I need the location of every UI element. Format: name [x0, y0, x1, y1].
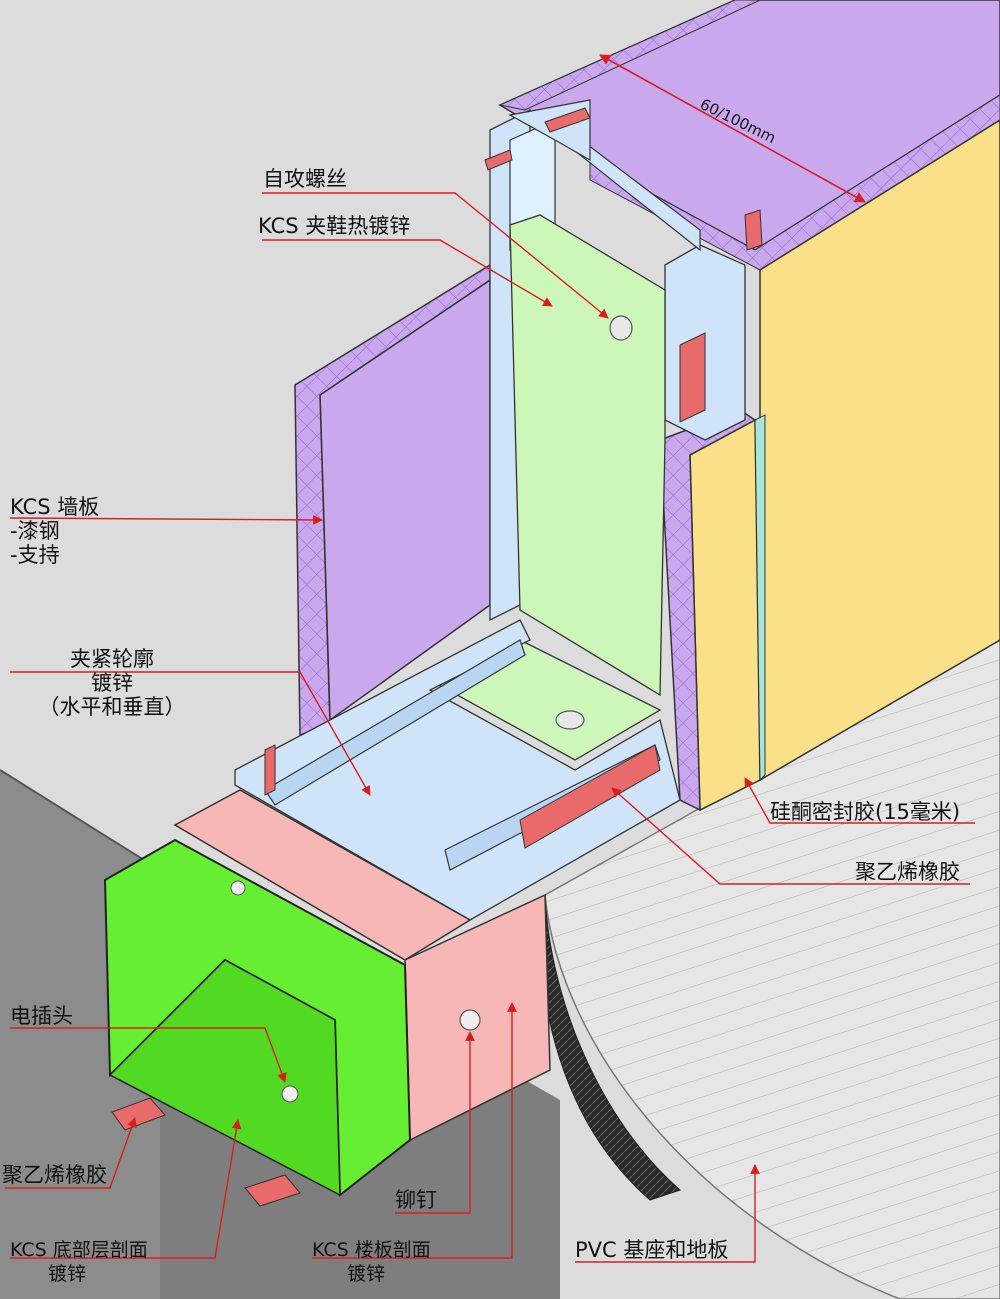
plug-top: [230, 880, 246, 896]
label-polyethylene-rubber-right: 聚乙烯橡胶: [855, 860, 960, 884]
label-clamp-profile-line3: （水平和垂直）: [38, 695, 186, 719]
label-bottom-section: KCS 底部层剖面 镀锌: [10, 1238, 148, 1286]
pvc-floor: [544, 639, 1000, 1299]
label-clamp-profile-line2: 镀锌: [91, 671, 133, 695]
yellow-panel-side: [689, 418, 761, 812]
screw-head-upper: [609, 315, 633, 341]
label-rivet: 铆钉: [395, 1188, 437, 1212]
label-silicone-sealant: 硅酮密封胶(15毫米): [770, 800, 961, 824]
rivet-head: [459, 1009, 481, 1031]
clamp-lip-left: [264, 639, 526, 806]
leader-lines: [5, 192, 975, 1263]
rubber-strip-top-b: [484, 149, 513, 171]
label-pvc-base: PVC 基座和地板: [575, 1238, 729, 1262]
label-self-tapping-screw: 自攻螺丝: [263, 167, 347, 191]
rubber-strip-left: [264, 744, 276, 796]
floor-section-top: [173, 789, 472, 961]
label-wall-panel-line1: -漆钢: [10, 519, 60, 543]
rubber-strip-floor: [519, 744, 661, 849]
screw-head-lower: [555, 710, 585, 730]
label-bottom-section-line1: KCS 底部层剖面: [10, 1239, 148, 1261]
label-bottom-section-line2: 镀锌: [48, 1263, 87, 1285]
label-power-plug: 电插头: [10, 1004, 73, 1028]
seal-strip: [754, 414, 766, 782]
rubber-strip-right-top: [744, 209, 763, 251]
label-clamp-profile: 夹紧轮廓 镀锌 （水平和垂直）: [22, 647, 202, 719]
label-wall-panel-line2: -支持: [10, 543, 60, 567]
rubber-strip-top-a: [544, 107, 591, 133]
label-wall-panel-title: KCS 墙板: [10, 495, 100, 519]
bottom-channel-inner: [108, 959, 341, 1197]
label-polyethylene-rubber-left: 聚乙烯橡胶: [2, 1163, 107, 1187]
rubber-pad-left: [111, 1097, 166, 1131]
clamp-profile-horizontal: [234, 619, 681, 921]
floor-edge-line: [0, 769, 161, 871]
rubber-strip-vertical: [679, 332, 706, 423]
label-clamp-profile-line1: 夹紧轮廓: [70, 647, 154, 671]
label-kcs-clip-shoe: KCS 夹鞋热镀锌: [258, 214, 411, 238]
plug-bottom: [281, 1085, 299, 1103]
dimension-line: [599, 54, 866, 203]
label-floor-section-line2: 镀锌: [347, 1263, 386, 1285]
label-wall-panel: KCS 墙板 -漆钢 -支持: [10, 495, 99, 567]
label-floor-section: KCS 楼板剖面 镀锌: [312, 1238, 431, 1286]
label-floor-section-line1: KCS 楼板剖面: [312, 1239, 431, 1261]
rubber-pad-right: [244, 1174, 301, 1207]
